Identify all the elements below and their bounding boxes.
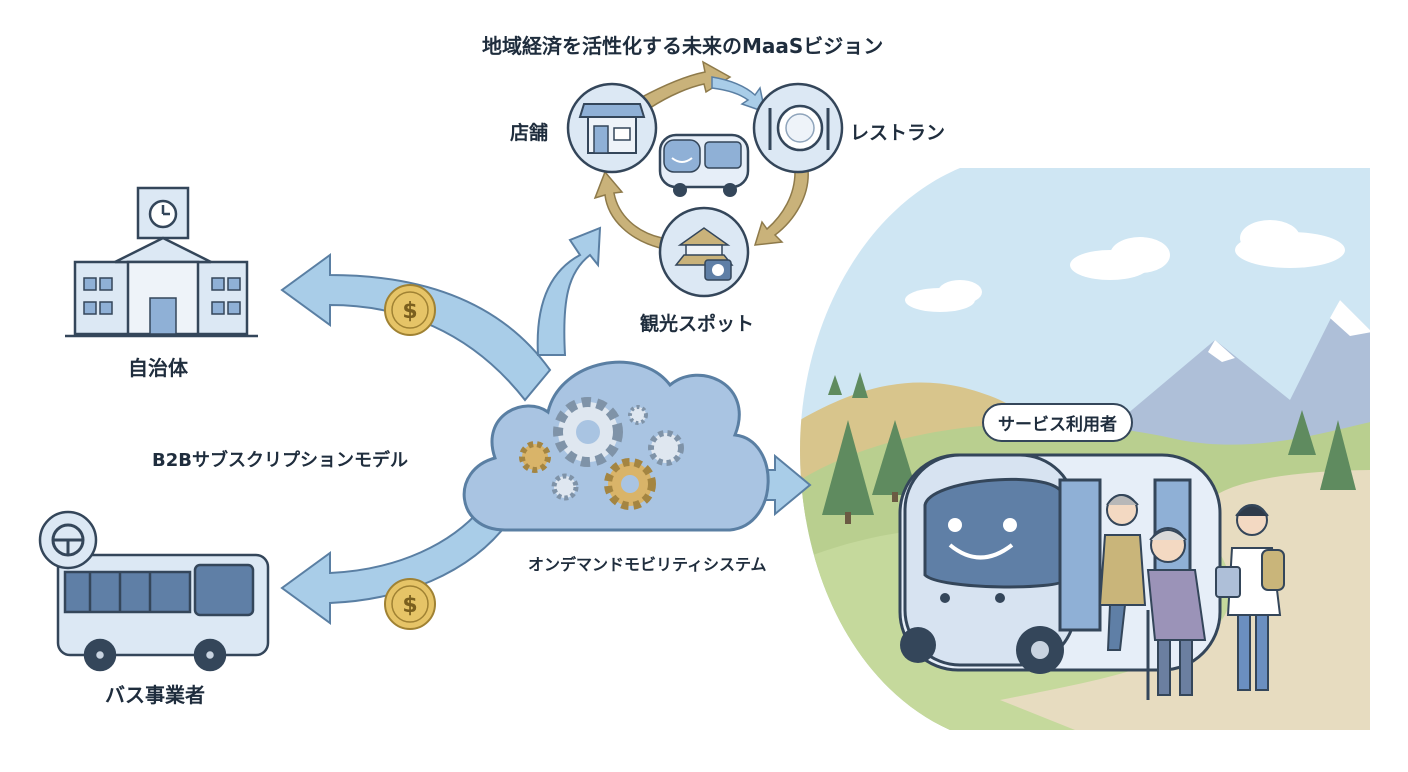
bus-icon [56,553,270,672]
restaurant-plate-icon [752,82,844,174]
autonomous-shuttle-icon [898,453,1222,674]
passengers-illustration [1098,494,1285,700]
gear-icon [553,397,623,467]
cycle-arrow-spot-to-store [593,170,663,249]
node-label-municipality: 自治体 [128,356,188,380]
on-demand-system-cloud [462,360,770,532]
cycle-arrow-restaurant-to-spot [753,169,809,246]
pine-trees [822,372,1356,524]
node-label-tourist-spot: 観光スポット [640,313,755,335]
dollar-coin-icon: $ [384,578,436,630]
maas-cycle [566,60,844,298]
service-users-badge: サービス利用者 [982,403,1133,442]
gear-icon [551,473,579,501]
node-label-restaurant: レストラン [850,122,946,144]
svg-text:$: $ [402,593,417,618]
arrow-to-municipality [280,253,552,402]
cloud-shapes [905,220,1345,312]
mountains [1120,300,1370,470]
landscape-scene [800,168,1370,730]
arrow-to-maas-cycle [536,226,602,356]
gear-icon [604,458,656,510]
gear-icon [519,441,551,473]
gear-icon [628,405,648,425]
svg-text:$: $ [402,299,417,324]
node-label-bus-operator: バス事業者 [105,683,205,707]
steering-wheel-icon [38,510,98,570]
dollar-coin-icon: $ [384,284,436,336]
node-label-store: 店舗 [510,122,549,144]
gear-icon [648,430,684,466]
cycle-arrow-store-to-restaurant [638,60,732,109]
business-model-label: B2Bサブスクリプションモデル [152,450,408,471]
system-label: オンデマンドモビリティシステム [528,555,767,574]
autonomous-shuttle-icon [658,133,750,197]
city-hall-icon [65,186,258,338]
diagram-title: 地域経済を活性化する未来のMaaSビジョン [482,34,884,58]
castle-camera-icon [658,206,750,298]
road [1000,470,1370,730]
arrow-to-bus-operator [280,498,512,625]
shop-icon [566,82,658,174]
cycle-arrow-to-restaurant [711,76,767,114]
